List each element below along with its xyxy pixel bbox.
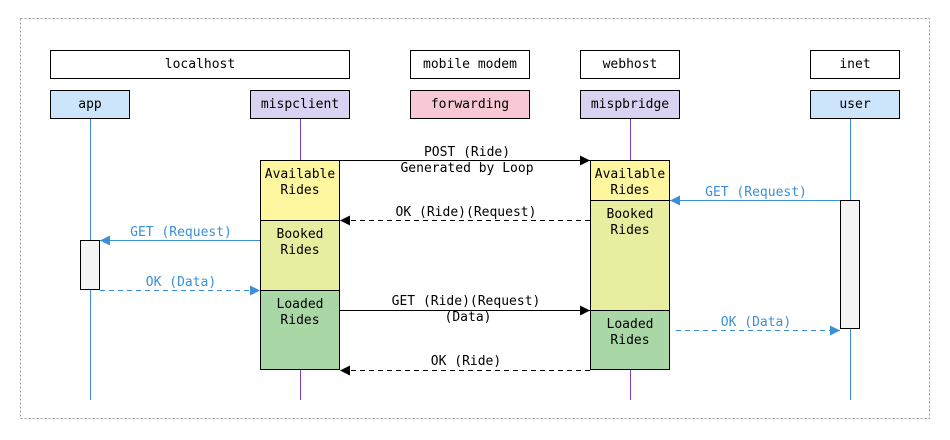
participant-app: app — [50, 90, 130, 119]
message-get-ride-request-data-line1: GET (Ride)(Request) — [392, 294, 541, 309]
message-get-request-app-label: GET (Request) — [130, 225, 232, 240]
state-bridge-booked-line1: Booked — [607, 207, 654, 222]
diagram-frame — [20, 18, 930, 419]
message-ok-ride: OK (Ride) — [340, 354, 590, 376]
group-localhost: localhost — [50, 50, 350, 79]
participant-mispclient: mispclient — [250, 90, 350, 119]
message-ok-data-app: OK (Data) — [100, 275, 260, 296]
message-post-ride-line2: Generated by Loop — [400, 161, 533, 176]
state-bridge-loaded-line1: Loaded — [607, 317, 654, 332]
state-client-available: Available Rides — [260, 160, 340, 221]
message-ok-data-user-label: OK (Data) — [721, 315, 791, 330]
state-bridge-available-line2: Rides — [610, 183, 649, 198]
state-bridge-loaded-line2: Rides — [610, 333, 649, 348]
message-ok-ride-label: OK (Ride) — [431, 354, 501, 369]
state-client-loaded-line1: Loaded — [277, 297, 324, 312]
group-webhost: webhost — [580, 50, 680, 79]
group-inet-label: inet — [839, 57, 870, 72]
state-client-available-line1: Available — [265, 167, 336, 182]
state-bridge-available-line1: Available — [595, 167, 666, 182]
state-bridge-booked-line2: Rides — [610, 223, 649, 238]
group-webhost-label: webhost — [603, 57, 658, 72]
participant-mispbridge: mispbridge — [580, 90, 680, 119]
state-client-booked-line1: Booked — [277, 227, 324, 242]
state-bridge-available: Available Rides — [590, 160, 670, 201]
message-ok-ride-request-label: OK (Ride)(Request) — [396, 205, 537, 220]
group-modem: mobile modem — [410, 50, 530, 79]
message-get-request-user-label: GET (Request) — [705, 185, 807, 200]
state-client-available-line2: Rides — [280, 183, 319, 198]
message-get-ride-request-data: GET (Ride)(Request) (Data) — [340, 294, 590, 325]
participant-user: user — [810, 90, 900, 119]
group-modem-label: mobile modem — [423, 57, 517, 72]
message-post-ride-line1: POST (Ride) — [424, 145, 510, 160]
message-get-request-app: GET (Request) — [100, 225, 260, 246]
message-get-ride-request-data-line2: (Data) — [445, 310, 492, 325]
message-get-request-user: GET (Request) — [670, 185, 840, 206]
participant-forwarding: forwarding — [410, 90, 530, 119]
participant-user-label: user — [839, 97, 870, 112]
activation-app — [80, 240, 100, 290]
group-inet: inet — [810, 50, 900, 79]
state-client-loaded-line2: Rides — [280, 313, 319, 328]
participant-mispbridge-label: mispbridge — [591, 97, 669, 112]
state-client-loaded: Loaded Rides — [260, 290, 340, 370]
participant-mispclient-label: mispclient — [261, 97, 339, 112]
activation-user — [840, 200, 860, 329]
state-bridge-booked: Booked Rides — [590, 200, 670, 311]
state-client-booked-line2: Rides — [280, 243, 319, 258]
state-client-booked: Booked Rides — [260, 220, 340, 291]
message-ok-data-user: OK (Data) — [676, 315, 840, 336]
message-ok-data-app-label: OK (Data) — [146, 275, 216, 290]
message-post-ride: POST (Ride) Generated by Loop — [340, 145, 590, 176]
group-localhost-label: localhost — [165, 57, 235, 72]
state-bridge-loaded: Loaded Rides — [590, 310, 670, 370]
participant-app-label: app — [78, 97, 102, 112]
participant-forwarding-label: forwarding — [431, 97, 509, 112]
message-ok-ride-request: OK (Ride)(Request) — [340, 205, 590, 226]
